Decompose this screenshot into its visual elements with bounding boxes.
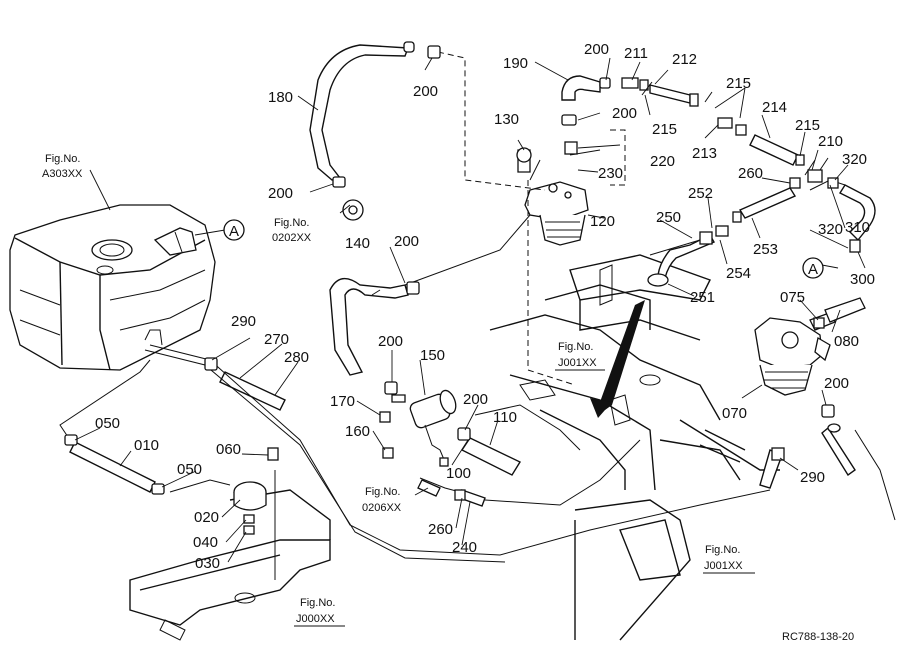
- part-label: 320: [842, 151, 867, 168]
- part-labels: 180 200 200 190 200 211 212 215 200 215 …: [95, 41, 875, 572]
- part-label: 280: [284, 349, 309, 366]
- svg-text:J001XX: J001XX: [558, 357, 597, 369]
- part-label: 190: [503, 55, 528, 72]
- part-label: 260: [428, 521, 453, 538]
- fuel-pump-150: [391, 389, 457, 467]
- part-label: 160: [345, 423, 370, 440]
- part-label: 030: [195, 555, 220, 572]
- part-label: 140: [345, 235, 370, 252]
- part-label: 170: [330, 393, 355, 410]
- svg-text:Fig.No.: Fig.No.: [558, 341, 593, 353]
- part-label: 290: [231, 313, 256, 330]
- fig-ref-0206xx: Fig.No. 0206XX: [362, 486, 402, 514]
- part-label: 230: [598, 165, 623, 182]
- part-label: 215: [652, 121, 677, 138]
- part-label: 200: [268, 185, 293, 202]
- svg-text:A303XX: A303XX: [42, 168, 83, 180]
- leader-lines: [74, 57, 866, 563]
- part-label: 254: [726, 265, 751, 282]
- fuel-tank: [9, 204, 216, 371]
- part-label: 215: [795, 117, 820, 134]
- svg-text:Fig.No.: Fig.No.: [705, 544, 740, 556]
- part-label: 150: [420, 347, 445, 364]
- part-label: 060: [216, 441, 241, 458]
- part-label: 020: [194, 509, 219, 526]
- part-label: 010: [134, 437, 159, 454]
- part-label: 200: [463, 391, 488, 408]
- drawing-code: RC788-138-20: [782, 631, 854, 643]
- part-label: 300: [850, 271, 875, 288]
- svg-text:A: A: [229, 223, 239, 240]
- fig-ref-a303xx: Fig.No. A303XX: [42, 153, 83, 180]
- callout-a-tank: A: [223, 219, 245, 241]
- svg-text:0206XX: 0206XX: [362, 502, 402, 514]
- lower-frame: [129, 489, 331, 641]
- chassis-frame: [489, 254, 780, 641]
- fig-ref-j001xx-lower: Fig.No. J001XX: [703, 544, 755, 574]
- part-label: 240: [452, 539, 477, 556]
- part-label: 320: [818, 221, 843, 238]
- svg-text:A: A: [808, 261, 818, 278]
- fuel-lines: [59, 149, 896, 563]
- part-label: 130: [494, 111, 519, 128]
- fig-ref-0202xx: Fig.No. 0202XX: [272, 217, 312, 244]
- part-label: 180: [268, 89, 293, 106]
- part-label: 210: [818, 133, 843, 150]
- part-label: 110: [493, 409, 517, 426]
- svg-text:Fig.No.: Fig.No.: [274, 217, 309, 229]
- part-label: 050: [95, 415, 120, 432]
- part-label: 200: [394, 233, 419, 250]
- part-label: 200: [584, 41, 609, 58]
- svg-text:J000XX: J000XX: [296, 613, 335, 625]
- svg-text:J001XX: J001XX: [704, 560, 743, 572]
- part-label: 200: [378, 333, 403, 350]
- part-label: 260: [738, 165, 763, 182]
- fuel-filter-120: [516, 147, 589, 246]
- part-label: 075: [780, 289, 805, 306]
- part-label: 215: [726, 75, 751, 92]
- part-label: 214: [762, 99, 787, 116]
- part-label: 290: [800, 469, 825, 486]
- part-label: 200: [413, 83, 438, 100]
- part-label: 250: [656, 209, 681, 226]
- part-label: 070: [722, 405, 747, 422]
- part-label: 211: [624, 45, 648, 62]
- svg-text:Fig.No.: Fig.No.: [365, 486, 400, 498]
- fig-ref-j000xx: Fig.No. J000XX: [294, 597, 345, 627]
- part-label: 100: [446, 465, 471, 482]
- water-separator-070: [754, 311, 836, 396]
- part-label: 040: [193, 534, 218, 551]
- reference-lines: [274, 51, 645, 580]
- part-label: 120: [590, 213, 615, 230]
- part-label: 050: [177, 461, 202, 478]
- part-label: 213: [692, 145, 717, 162]
- callout-a-line: A: [802, 257, 824, 279]
- part-label: 200: [612, 105, 637, 122]
- part-label: 251: [690, 289, 715, 306]
- part-label: 212: [672, 51, 697, 68]
- part-label: 200: [824, 375, 849, 392]
- hoses: [69, 44, 876, 507]
- svg-text:Fig.No.: Fig.No.: [45, 153, 80, 165]
- part-label: 310: [845, 219, 870, 236]
- part-label: 252: [688, 185, 713, 202]
- part-label: 270: [264, 331, 289, 348]
- svg-text:Fig.No.: Fig.No.: [300, 597, 335, 609]
- fig-ref-j001xx-upper: Fig.No. J001XX: [555, 341, 605, 371]
- part-label: 220: [650, 153, 675, 170]
- part-label: 080: [834, 333, 859, 350]
- svg-text:0202XX: 0202XX: [272, 232, 312, 244]
- part-label: 253: [753, 241, 778, 258]
